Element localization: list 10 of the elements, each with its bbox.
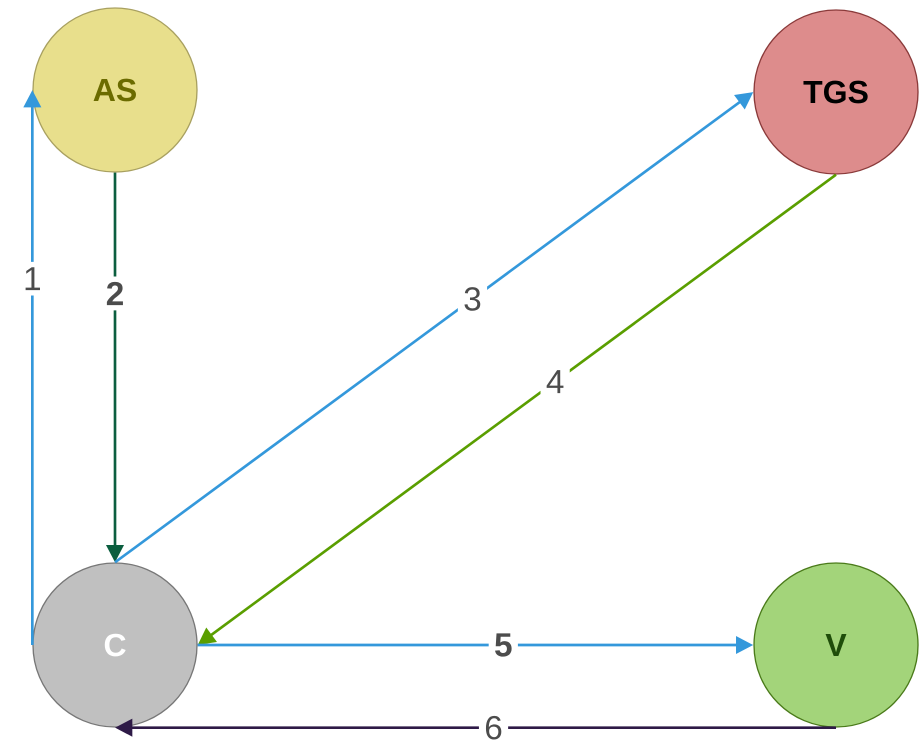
edge-label: 5 [488,628,518,662]
edge-label: 2 [100,276,130,310]
edge-label: 1 [18,262,47,296]
circle-node: TGS [753,9,919,175]
circle-node: V [753,562,919,728]
circle-node: AS [32,7,198,173]
edge-label: 4 [540,364,570,398]
circle-node: C [32,562,198,728]
edge-label: 6 [478,710,508,745]
edge-label: 3 [458,282,488,316]
